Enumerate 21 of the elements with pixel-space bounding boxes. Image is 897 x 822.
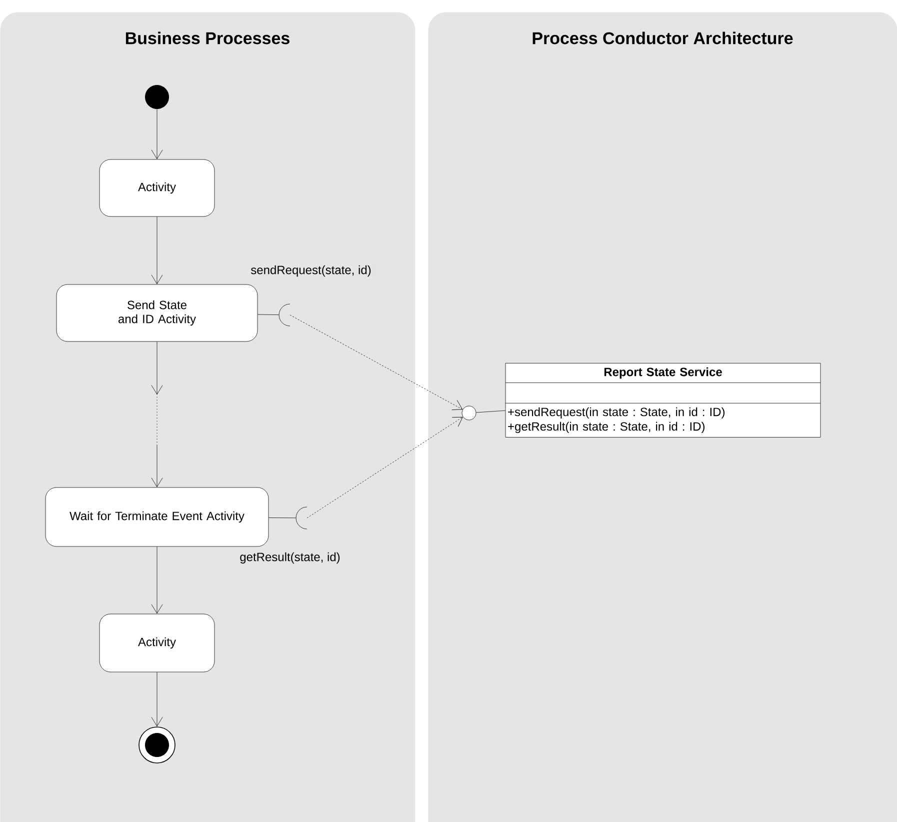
- arrow: [151, 342, 163, 488]
- arrow: [151, 216, 163, 284]
- class-box: Report State Service +sendRequest(in state : State, in id : ID) +getResult(in state : State, in id : ID): [505, 363, 821, 438]
- activity-box: Activity: [99, 614, 215, 672]
- arrow: [151, 109, 163, 160]
- arrow: [151, 672, 163, 726]
- arrow: [290, 314, 463, 410]
- edge-label: getResult(state, id): [238, 551, 342, 565]
- activity-box: Wait for Terminate Event Activity: [45, 487, 269, 547]
- interface-lollipop: [462, 406, 476, 420]
- connector: [476, 410, 506, 413]
- connector: [258, 314, 279, 316]
- activity-box: Activity: [99, 159, 215, 217]
- required-interface-socket: [296, 506, 308, 530]
- initial-node: [145, 85, 169, 109]
- final-node: [138, 726, 176, 764]
- required-interface-socket: [278, 304, 290, 326]
- arrow: [306, 416, 463, 518]
- arrow: [151, 546, 163, 614]
- activity-box: Send State and ID Activity: [56, 284, 258, 342]
- edge-label: sendRequest(state, id): [250, 264, 372, 278]
